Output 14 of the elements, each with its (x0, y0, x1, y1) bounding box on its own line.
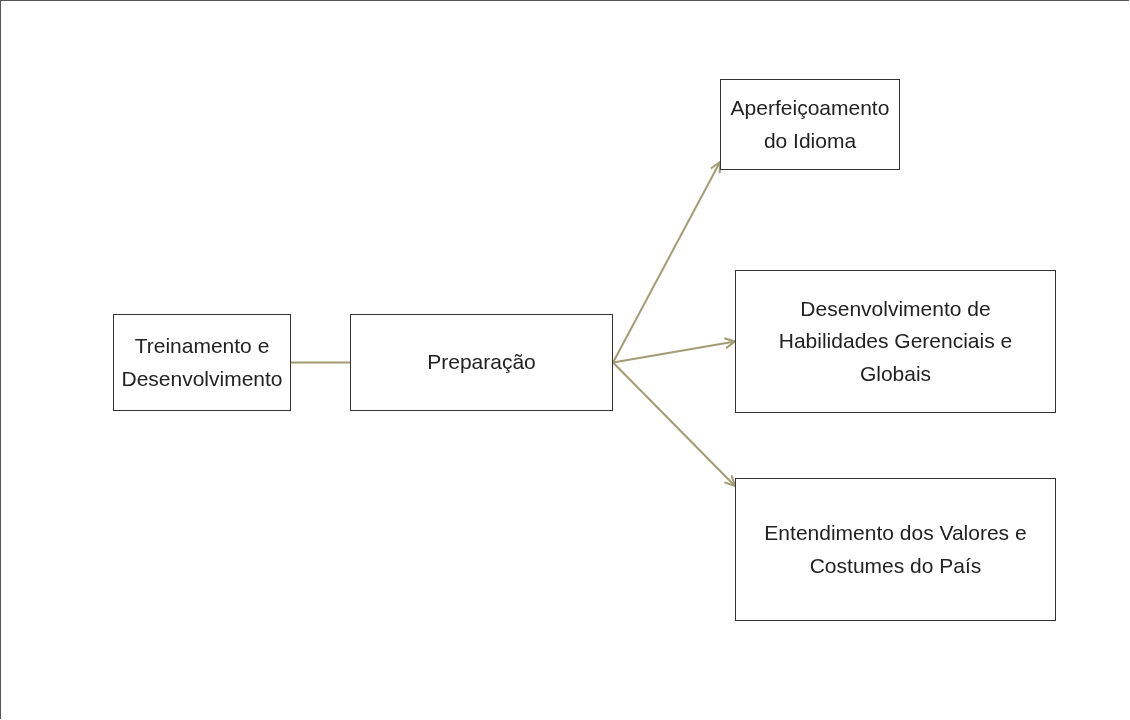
box-label: Treinamento e Desenvolvimento (121, 332, 283, 392)
box-label: Preparação (427, 349, 536, 376)
process-box (350, 314, 613, 411)
process-box (720, 79, 900, 170)
box-label: Aperfeiçoamento do Idioma (729, 94, 891, 154)
arrow (612, 361, 736, 487)
process-box (735, 270, 1056, 413)
arrow (612, 337, 736, 364)
connector-line (290, 361, 351, 364)
arrow (612, 161, 721, 364)
process-box (735, 478, 1056, 621)
box-label: Entendimento dos Valores e Costumes do País (763, 519, 1028, 579)
box-label: Desenvolvimento de Habilidades Gerenciais e Globais (777, 295, 1014, 387)
process-box (113, 314, 291, 411)
